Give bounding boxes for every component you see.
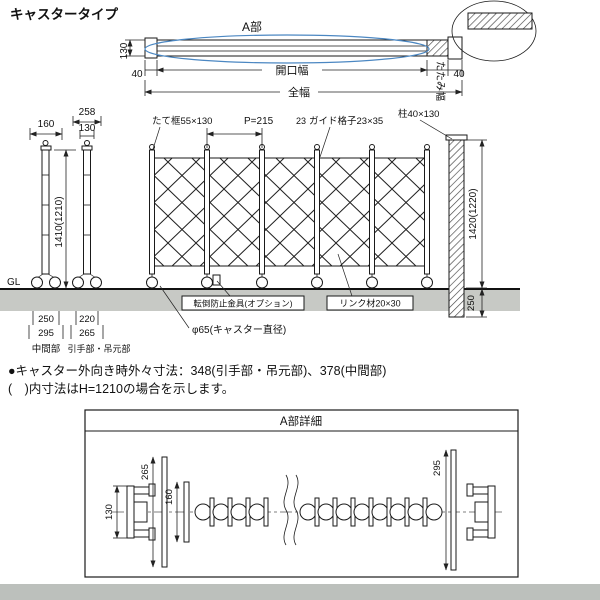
note-line-1: ●キャスター外向き時外々寸法：348(引手部・吊元部)、378(中間部): [8, 363, 386, 378]
tipover-label-box: 転倒防止金具(オプション): [181, 280, 305, 311]
end-post-detail: [72, 140, 102, 289]
note-line-2: ( )内寸法はH=1210の場合を示します。: [8, 381, 234, 396]
lattice-panel: [150, 158, 430, 266]
svg-text:265: 265: [79, 328, 95, 339]
end-post-label: 引手部・吊元部: [67, 343, 130, 354]
detail-dim-plate-a: 265: [140, 456, 156, 568]
plan-folded-section: [426, 39, 449, 57]
plan-callout: [451, 0, 537, 62]
caster-wheel: [49, 276, 61, 289]
dim-bar-height: 130: [119, 39, 145, 59]
gl-label: GL: [7, 277, 21, 288]
dim-end-post-width: 258 130: [72, 107, 102, 139]
post-label: 柱40×130: [398, 108, 439, 120]
svg-text:130: 130: [79, 123, 96, 134]
guide-lattice-label: ガイド格子23×35: [309, 115, 383, 127]
svg-text:1410(1210): 1410(1210): [54, 196, 65, 247]
detail-title: A部詳細: [280, 414, 322, 428]
dim-end-post-spans: 220 265 引手部・吊元部: [67, 311, 131, 354]
svg-text:220: 220: [79, 314, 95, 325]
svg-text:全幅: 全幅: [288, 85, 310, 99]
detail-right-bracket: [466, 483, 496, 541]
dim-post-height: 1410(1210): [54, 149, 76, 289]
detail-dim-plate-c: 295: [432, 449, 449, 571]
svg-text:130: 130: [119, 42, 130, 59]
svg-text:295: 295: [432, 460, 443, 476]
right-post: [445, 134, 468, 318]
svg-text:258: 258: [79, 107, 96, 118]
caster-wheel: [72, 276, 84, 289]
notes: ●キャスター外向き時外々寸法：348(引手部・吊元部)、378(中間部) ( )…: [8, 363, 386, 396]
pitch-label: P=215: [244, 116, 274, 127]
detail-plate-b: [183, 481, 190, 543]
plan-gate-bar: [144, 36, 463, 60]
tipover-bracket: [212, 274, 221, 286]
dim-middle-post-width: 160: [29, 119, 63, 140]
dim-total-width: 全幅: [144, 80, 463, 99]
dim-embed-depth: 250: [466, 288, 487, 318]
middle-post-detail: [31, 140, 61, 289]
detail-view: A部詳細 130 265 160: [84, 409, 519, 578]
gate-casters: [146, 274, 433, 289]
page-title: キャスタータイプ: [10, 7, 118, 22]
svg-text:リンク材20×30: リンク材20×30: [339, 298, 400, 309]
dim-40-right: 40: [453, 69, 465, 80]
svg-text:130: 130: [104, 504, 115, 520]
detail-dim-plate-b: 160: [164, 481, 180, 543]
link-label-box: リンク材20×30: [326, 253, 414, 311]
detail-break-lines: [283, 474, 299, 546]
svg-text:1420(1220): 1420(1220): [468, 188, 479, 239]
caster-wheel: [31, 276, 43, 289]
frame-label: たて框55×130: [152, 115, 212, 127]
detail-plate-a: [161, 456, 168, 568]
detail-plate-c: [450, 449, 457, 571]
elevation-view: GL 160 250 295 中間部: [0, 107, 520, 355]
svg-text:295: 295: [38, 328, 54, 339]
svg-text:160: 160: [164, 489, 175, 505]
caster-dia-label: φ65(キャスター直径): [159, 285, 286, 336]
svg-text:250: 250: [466, 295, 477, 311]
svg-text:160: 160: [38, 119, 55, 130]
gate-top-labels: たて框55×130 P=215 23 ガイド格子23×35 柱40×130: [152, 108, 453, 158]
dim-middle-post-spans: 250 295 中間部: [28, 311, 64, 355]
gate-elevation: [146, 144, 433, 289]
svg-text:転倒防止金具(オプション): 転倒防止金具(オプション): [193, 299, 292, 309]
svg-text:φ65(キャスター直径): φ65(キャスター直径): [192, 323, 286, 336]
caster-wheel: [90, 276, 102, 289]
top-plan-view: A部 130 40 開口幅 たたみ幅 40: [119, 0, 537, 101]
bottom-strip: [0, 584, 600, 600]
dim-opening-row: 40 開口幅 たたみ幅 40: [131, 60, 465, 101]
detail-pipes-left: [194, 497, 269, 527]
detail-pipes-right: [299, 497, 443, 527]
dim-gate-height: 1420(1220): [466, 139, 487, 289]
svg-text:250: 250: [38, 314, 54, 325]
folding-width-label: たたみ幅: [434, 61, 447, 101]
lattice-dim: 23: [296, 116, 306, 126]
a-section-label: A部: [242, 19, 262, 34]
detail-dim-bracket: 130: [104, 485, 127, 539]
middle-post-label: 中間部: [32, 343, 61, 355]
opening-width-label: 開口幅: [276, 64, 309, 77]
a-section-ellipse: [144, 34, 430, 64]
svg-text:265: 265: [140, 464, 151, 480]
dim-40-left: 40: [131, 69, 143, 80]
